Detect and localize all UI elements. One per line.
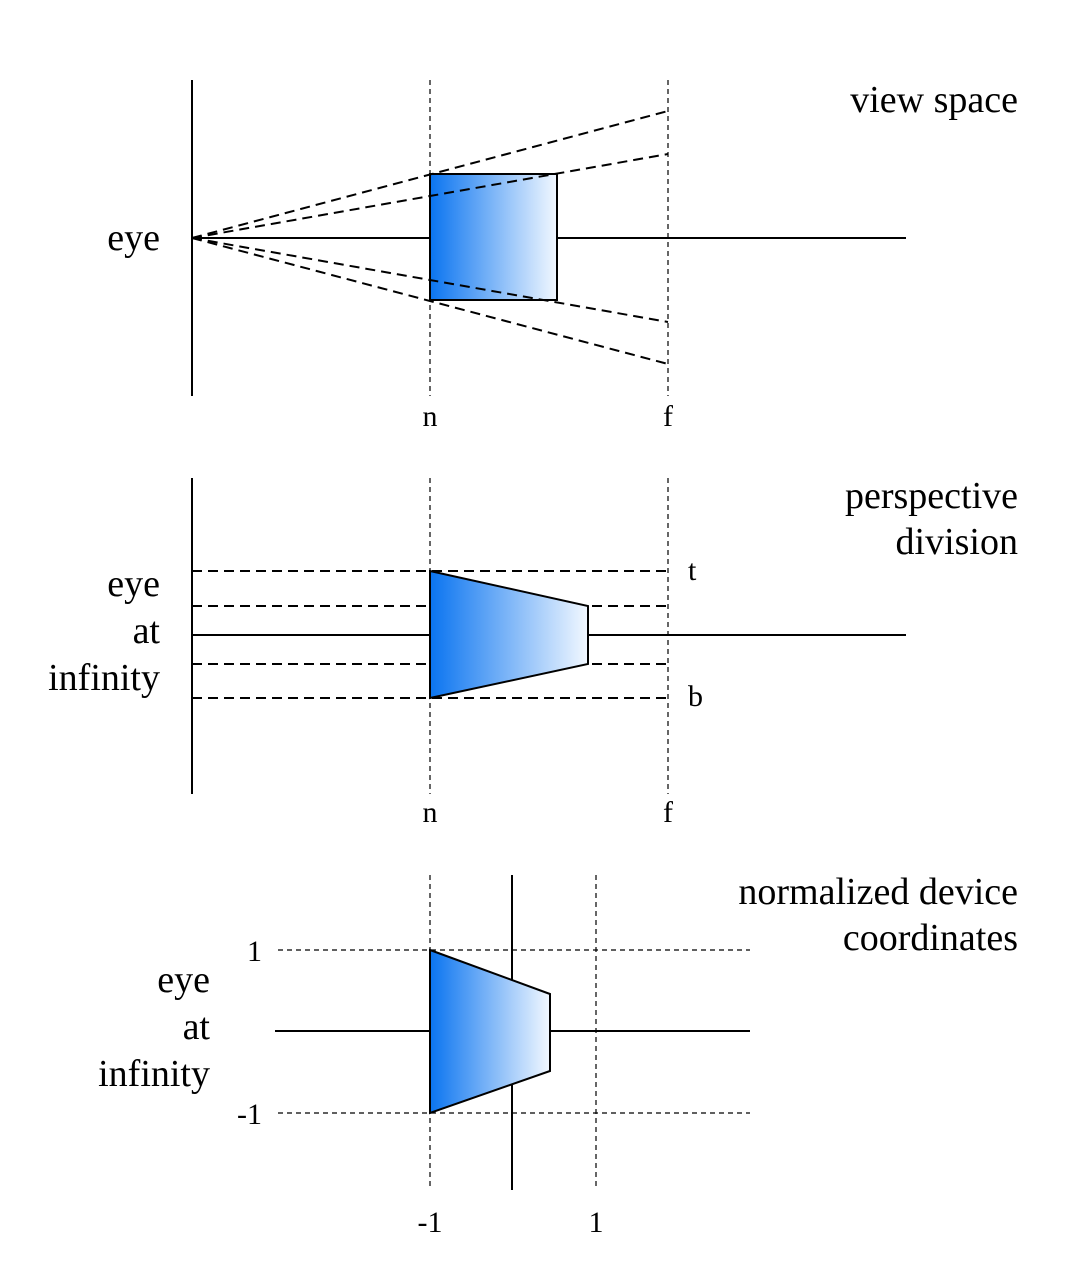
perspective-division-title-line-1: perspective: [845, 475, 1018, 517]
near-label: n: [423, 400, 438, 433]
panel-perspective-division: perspective division eye at infinity t b…: [48, 475, 1018, 829]
top-label: t: [688, 554, 697, 587]
eye-label-line-2: at: [183, 1006, 211, 1048]
view-space-title: view space: [850, 79, 1018, 121]
far-label: f: [663, 400, 673, 433]
view-space-object: [429, 173, 558, 301]
eye-label-line-3: infinity: [48, 657, 160, 699]
eye-label: eye: [107, 217, 160, 259]
far-label: f: [663, 796, 673, 829]
y-tick-plus-one: 1: [247, 935, 262, 968]
y-tick-minus-one: -1: [237, 1098, 262, 1131]
eye-label-line-1: eye: [107, 563, 160, 605]
divided-object: [429, 569, 589, 700]
ndc-title-line-1: normalized device: [738, 871, 1018, 913]
eye-label-line-3: infinity: [98, 1053, 210, 1095]
x-tick-plus-one: 1: [589, 1206, 604, 1239]
near-label: n: [423, 796, 438, 829]
view-rays: [191, 110, 669, 365]
x-tick-minus-one: -1: [418, 1206, 443, 1239]
perspective-division-title-line-2: division: [896, 521, 1018, 563]
eye-label-line-1: eye: [157, 959, 210, 1001]
view-ray: [191, 110, 669, 239]
view-ray: [191, 237, 669, 323]
eye-label-line-2: at: [133, 610, 161, 652]
panel-ndc: normalized device coordinates eye at inf…: [98, 871, 1018, 1239]
bottom-label: b: [688, 680, 703, 713]
ndc-object: [429, 948, 551, 1115]
ndc-title-line-2: coordinates: [843, 917, 1018, 959]
view-ray: [191, 153, 669, 239]
view-ray: [191, 237, 669, 365]
panel-view-space: view space eye n f: [107, 79, 1018, 433]
